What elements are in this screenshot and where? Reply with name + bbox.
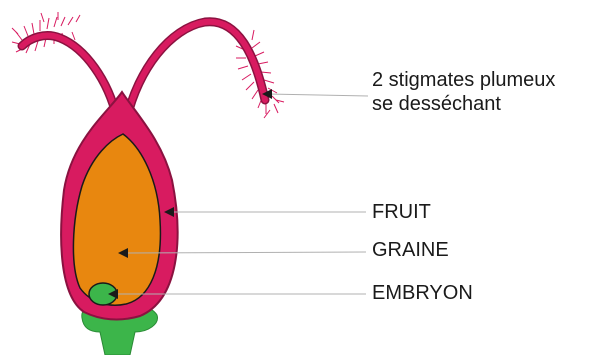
graine-label: GRAINE [372,238,449,262]
embryon-label: EMBRYON [372,281,473,305]
stigmates-label: 2 stigmates plumeux se desséchant [372,68,555,116]
stigmates-label-line2: se desséchant [372,92,555,116]
fruit-label: FRUIT [372,200,431,224]
stigmates-label-line1: 2 stigmates plumeux [372,68,555,92]
